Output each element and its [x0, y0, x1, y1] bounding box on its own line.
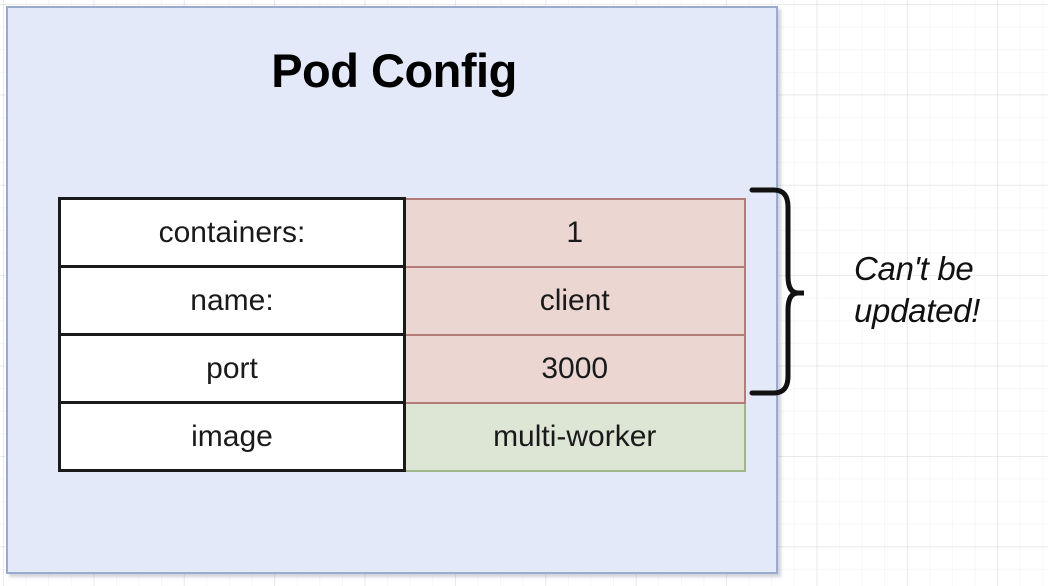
config-key-name: name:	[58, 265, 406, 336]
config-value-port: 3000	[403, 333, 746, 404]
table-row: image multi-worker	[58, 401, 746, 472]
table-row: name: client	[58, 265, 746, 336]
table-row: containers: 1	[58, 197, 746, 268]
config-key-image: image	[58, 401, 406, 472]
page-title: Pod Config	[271, 44, 517, 97]
pod-config-table: containers: 1 name: client port 3000 ima…	[58, 197, 746, 472]
config-value-image: multi-worker	[403, 401, 746, 472]
pod-config-container: Pod Config containers: 1 name: client po…	[6, 6, 778, 574]
annotation-line-2: updated!	[854, 292, 981, 330]
annotation-label: Can't be updated!	[854, 248, 1034, 332]
table-row: port 3000	[58, 333, 746, 404]
config-key-port: port	[58, 333, 406, 404]
annotation-line-1: Can't be	[854, 250, 974, 287]
config-key-containers: containers:	[58, 197, 406, 268]
config-value-name: client	[403, 265, 746, 336]
config-value-containers: 1	[403, 197, 746, 268]
